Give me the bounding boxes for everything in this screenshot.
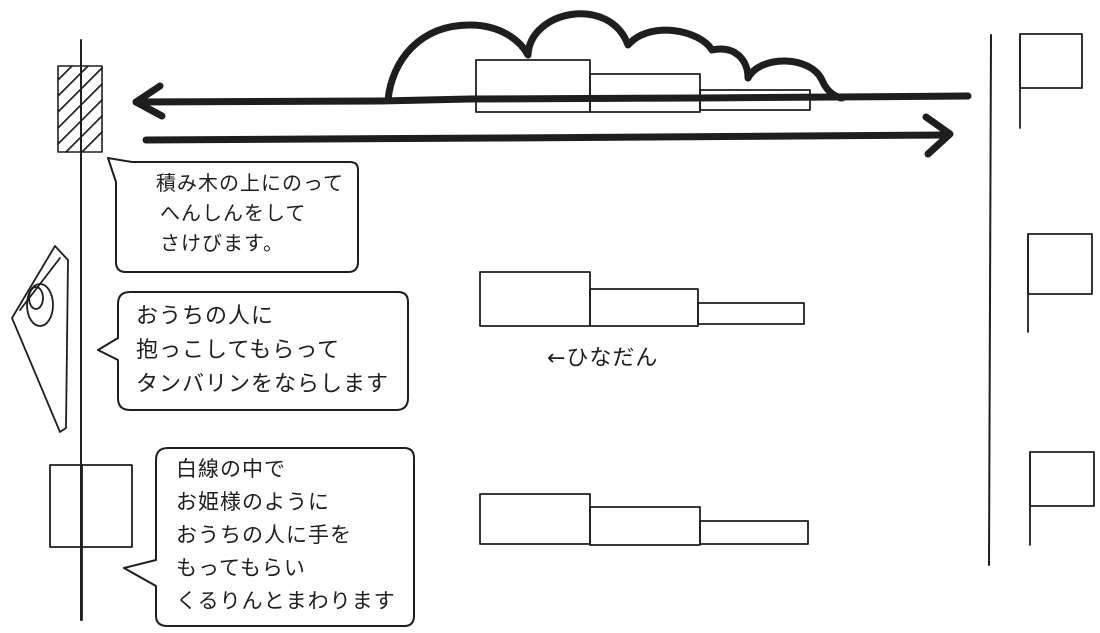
note-blocks: 積み木の上にのって へんしんをして さけびます。 (156, 168, 344, 258)
speech-bubble-blocks (107, 157, 359, 273)
hinadan-label: ←ひなだん (547, 346, 659, 371)
note-line: くるりんとまわります (176, 589, 396, 613)
note-line: さけびます。 (160, 231, 284, 255)
note-line: 積み木の上にのって (156, 171, 344, 195)
note-line: へんしんをして (160, 201, 307, 225)
tambourine-icon (11, 245, 69, 433)
right-boundary-line (988, 34, 992, 566)
arrow-right-icon (142, 113, 954, 158)
speech-bubble-tambourine (97, 291, 409, 411)
hinadan-steps-middle (479, 271, 805, 327)
note-line: タンバリンをならします (136, 372, 390, 397)
note-line: もってもらい (176, 556, 306, 580)
hinadan-steps-bottom (479, 493, 809, 546)
note-line: 白線の中で (176, 457, 286, 481)
jump-path-icon (384, 10, 846, 104)
flag-icon (1029, 451, 1095, 546)
note-tambourine: おうちの人に 抱っこしてもらって タンバリンをならします (136, 300, 389, 402)
note-line: お姫様のように (176, 490, 330, 514)
flag-icon (1027, 233, 1093, 333)
note-line: おうちの人に (136, 304, 275, 329)
flag-icon (49, 464, 133, 621)
note-line: 抱っこしてもらって (136, 338, 341, 363)
speech-bubble-princess (123, 447, 415, 627)
hinadan-steps-top (475, 59, 811, 113)
note-princess: 白線の中で お姫様のように おうちの人に手を もってもらい くるりんとまわります (176, 453, 396, 618)
hatched-post-icon (57, 65, 103, 153)
note-line: おうちの人に手を (176, 523, 352, 547)
flag-icon (1019, 33, 1083, 129)
arrow-left-icon (132, 82, 972, 120)
